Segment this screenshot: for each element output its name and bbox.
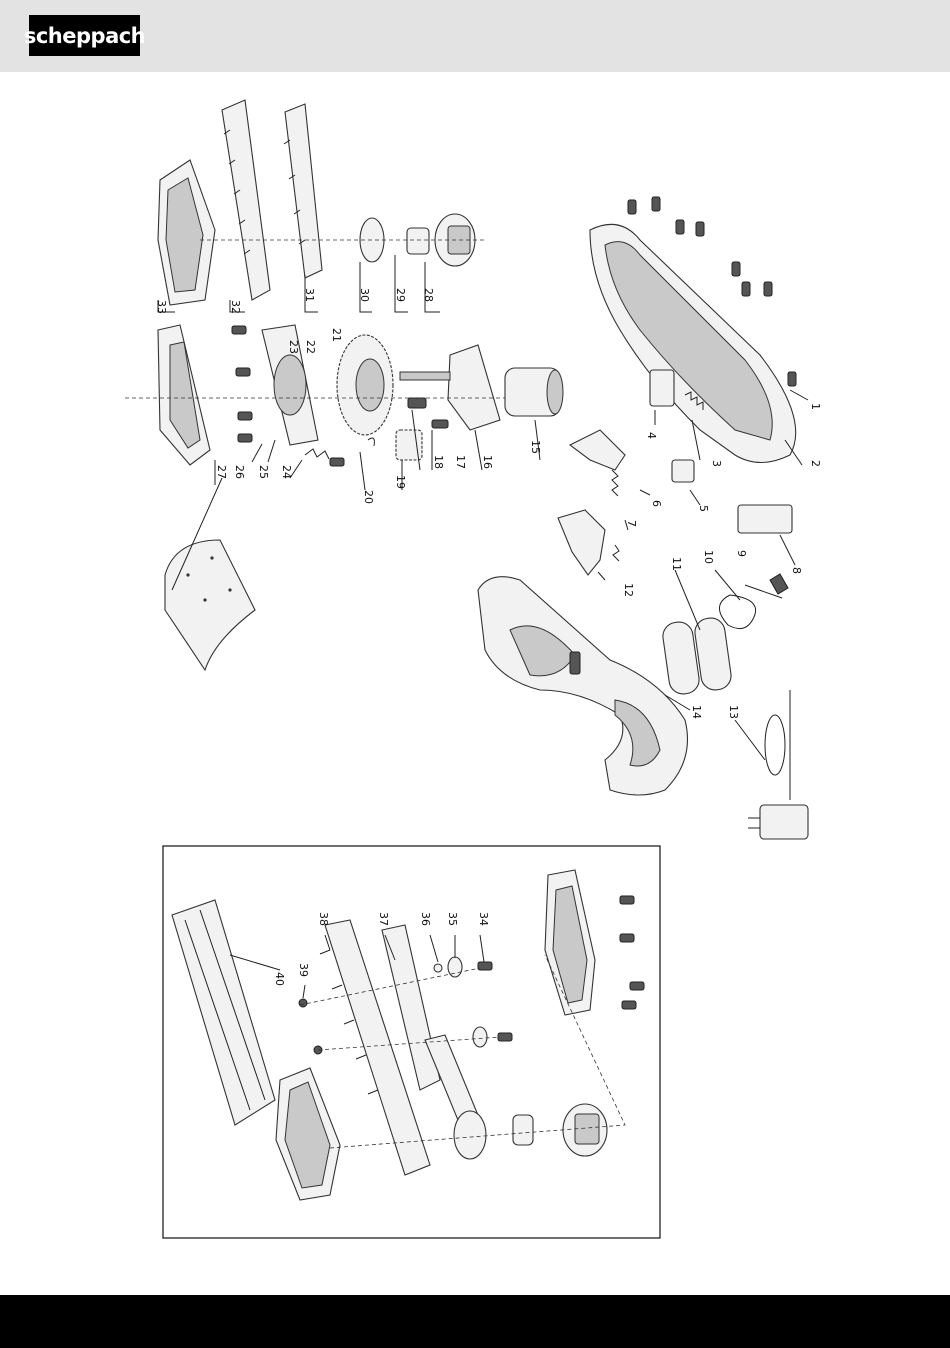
page-footer	[0, 1295, 950, 1348]
label-25: 25	[257, 465, 270, 479]
part-27-cover	[165, 540, 255, 670]
label-22: 22	[304, 340, 317, 354]
part-16-motor-mount	[400, 345, 500, 430]
part-17-screw	[432, 420, 448, 428]
part-12-lever	[558, 510, 619, 575]
part-36-washer	[434, 964, 442, 972]
label-7: 7	[625, 520, 638, 527]
label-11: 11	[670, 557, 683, 571]
inset-cam	[563, 1104, 607, 1156]
label-12: 12	[622, 583, 635, 597]
label-35: 35	[446, 912, 459, 926]
part-13-charger	[748, 690, 808, 839]
label-29: 29	[394, 288, 407, 302]
label-15: 15	[529, 440, 542, 454]
part-29-bushing	[407, 228, 429, 254]
part-9-connector	[770, 574, 788, 594]
label-4: 4	[645, 432, 658, 439]
label-3: 3	[710, 460, 723, 467]
label-28: 28	[422, 288, 435, 302]
inset-base-plate	[276, 1068, 340, 1200]
part-35-washer-2	[473, 1027, 487, 1047]
part-18-pinion	[408, 398, 426, 408]
part-10-wire	[719, 595, 755, 629]
label-19: 19	[394, 475, 407, 489]
part-40-blade-guard	[172, 900, 275, 1125]
label-23: 23	[287, 340, 300, 354]
label-2: 2	[809, 460, 822, 467]
label-6: 6	[650, 500, 663, 507]
part-14-handle	[478, 577, 688, 795]
inset-screws	[620, 896, 644, 1009]
label-31: 31	[303, 288, 316, 302]
label-18: 18	[432, 455, 445, 469]
label-20: 20	[362, 490, 375, 504]
label-36: 36	[419, 912, 432, 926]
label-1: 1	[809, 403, 822, 410]
part-39-nut	[299, 999, 307, 1007]
part-35-washer	[448, 957, 462, 977]
part-6-trigger	[570, 430, 625, 496]
part-4-switch	[650, 370, 674, 406]
label-39: 39	[297, 963, 310, 977]
label-24: 24	[280, 465, 293, 479]
inset-right-housing	[545, 870, 595, 1015]
part-20-clip	[368, 438, 374, 446]
label-10: 10	[702, 550, 715, 564]
label-38: 38	[317, 912, 330, 926]
part-24-spring	[305, 449, 329, 459]
part-34-screw-2	[498, 1033, 512, 1041]
label-30: 30	[358, 288, 371, 302]
label-40: 40	[273, 972, 286, 986]
part-26-plate	[158, 325, 210, 465]
label-8: 8	[790, 567, 803, 574]
part-5-button	[672, 460, 694, 482]
label-14: 14	[690, 705, 703, 719]
part-11-batteries	[661, 616, 733, 695]
inset-bushing	[513, 1115, 533, 1145]
part-31-blade	[284, 104, 322, 278]
inset-lever	[425, 1035, 486, 1159]
label-9: 9	[735, 550, 748, 557]
part-34-screw	[478, 962, 492, 970]
label-37: 37	[377, 912, 390, 926]
label-21: 21	[330, 328, 343, 342]
label-26: 26	[233, 465, 246, 479]
label-5: 5	[697, 505, 710, 512]
label-17: 17	[454, 455, 467, 469]
label-13: 13	[727, 705, 740, 719]
label-34: 34	[477, 912, 490, 926]
part-21-large-gear	[337, 335, 393, 435]
inset-axis-1	[300, 968, 480, 1005]
label-27: 27	[215, 465, 228, 479]
part-32-blade	[222, 100, 270, 300]
part-8-board	[738, 505, 792, 533]
label-33: 33	[155, 300, 168, 314]
part-15-motor	[505, 368, 563, 416]
label-32: 32	[229, 300, 242, 314]
label-16: 16	[481, 455, 494, 469]
part-33-shell	[158, 160, 215, 305]
